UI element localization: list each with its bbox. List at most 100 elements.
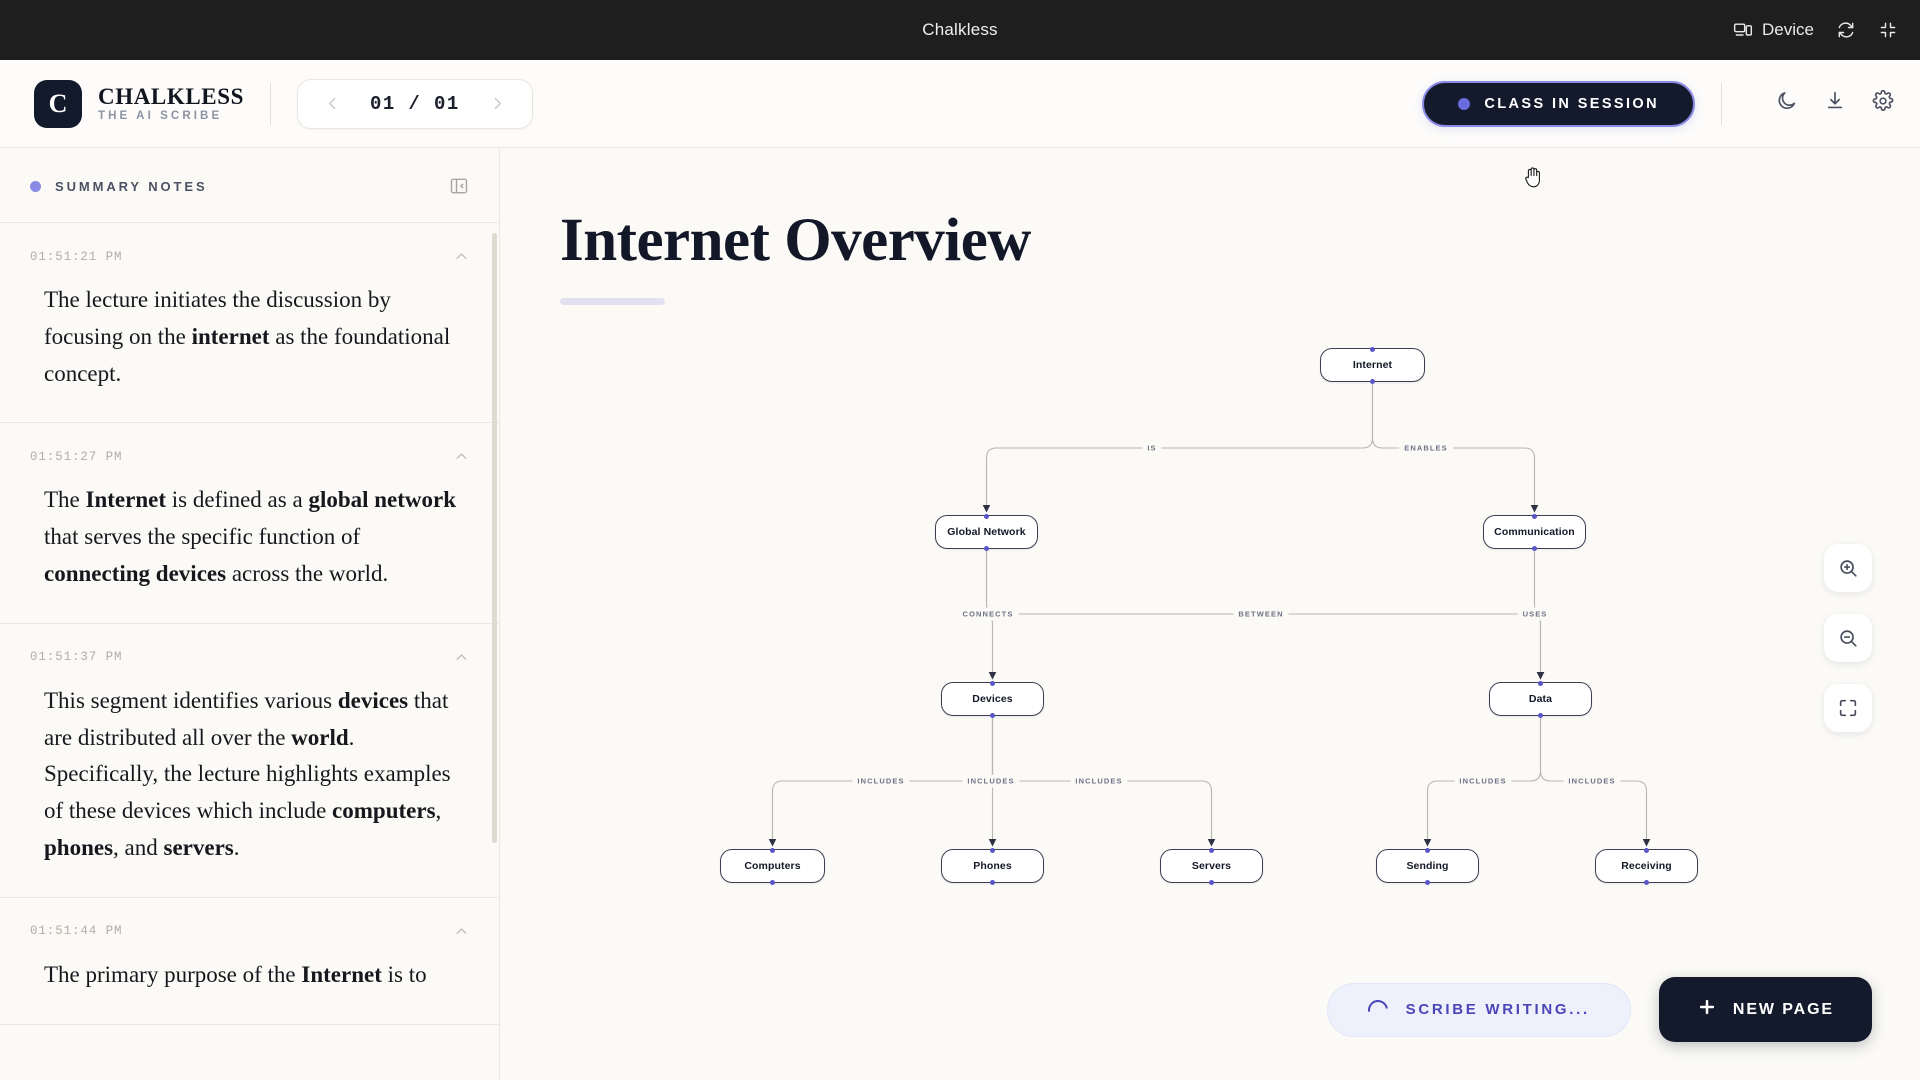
node-handle-bot[interactable]	[984, 545, 989, 551]
diagram-node-label: Phones	[973, 860, 1012, 872]
diagram-node-label: Computers	[744, 860, 801, 872]
zoom-out-icon[interactable]	[1824, 614, 1872, 662]
diagram-node-label: Devices	[972, 693, 1013, 705]
diagram-edge-label: INCLUDES	[962, 774, 1020, 788]
prev-page-button[interactable]	[318, 90, 346, 118]
diagram-node[interactable]: Data	[1489, 680, 1592, 718]
node-handle-bot[interactable]	[1644, 879, 1649, 885]
diagram-node[interactable]: Computers	[720, 847, 825, 885]
note-item[interactable]: 01:51:27 PM The Internet is defined as a …	[0, 423, 499, 624]
os-chrome-bar: Chalkless Device	[0, 0, 1920, 60]
diagram-node[interactable]: Devices	[941, 680, 1044, 718]
rotate-icon[interactable]	[1836, 20, 1856, 40]
note-timestamp: 01:51:27 PM	[30, 449, 123, 464]
device-label: Device	[1762, 20, 1814, 39]
node-handle-bot[interactable]	[1538, 712, 1543, 718]
gear-icon[interactable]	[1872, 89, 1894, 117]
diagram-edge-label: CONNECTS	[957, 607, 1019, 621]
note-header: 01:51:37 PM	[30, 650, 469, 665]
new-page-label: NEW PAGE	[1732, 1000, 1834, 1018]
node-handle-top[interactable]	[1209, 847, 1214, 853]
brand-name: CHALKLESS	[98, 83, 245, 109]
diagram-node[interactable]: Phones	[941, 847, 1044, 885]
note-header: 01:51:27 PM	[30, 449, 469, 464]
download-icon[interactable]	[1824, 90, 1846, 117]
diagram-edge-label: USES	[1517, 607, 1553, 621]
class-in-session-button[interactable]: CLASS IN SESSION	[1422, 80, 1695, 127]
diagram-edge-label: BETWEEN	[1233, 607, 1289, 621]
diagram-node[interactable]: Communication	[1483, 513, 1586, 551]
node-handle-top[interactable]	[770, 847, 775, 853]
note-text: The Internet is defined as a global netw…	[44, 487, 457, 586]
node-handle-top[interactable]	[1538, 680, 1543, 686]
plus-icon	[1697, 997, 1717, 1022]
diagram-node-label: Receiving	[1621, 860, 1672, 872]
node-handle-bot[interactable]	[990, 879, 995, 885]
page-indicator: 01 / 01	[370, 92, 460, 115]
note-header: 01:51:21 PM	[30, 249, 469, 264]
spinner-icon	[1363, 995, 1392, 1024]
node-handle-top[interactable]	[1644, 847, 1649, 853]
node-handle-bot[interactable]	[1209, 879, 1214, 885]
header-icon-group	[1748, 89, 1894, 117]
app-header: C CHALKLESS THE AI SCRIBE 01 / 01 CLASS …	[0, 60, 1920, 148]
diagram-edge-label: INCLUDES	[1070, 774, 1128, 788]
brand-mark-icon: C	[34, 79, 82, 128]
diagram-node-label: Sending	[1406, 860, 1449, 872]
moon-icon[interactable]	[1776, 90, 1798, 117]
note-header: 01:51:44 PM	[30, 924, 469, 939]
diagram-node[interactable]: Global Network	[935, 513, 1038, 551]
diagram-edge-label: ENABLES	[1399, 441, 1453, 455]
diagram-node[interactable]: Internet	[1320, 346, 1425, 384]
device-button[interactable]: Device	[1733, 20, 1814, 40]
next-page-button[interactable]	[484, 90, 512, 118]
zoom-in-icon[interactable]	[1824, 544, 1872, 592]
node-handle-top[interactable]	[1532, 513, 1537, 519]
diagram-node[interactable]: Servers	[1160, 847, 1263, 885]
chevron-up-icon[interactable]	[454, 924, 469, 939]
node-handle-top[interactable]	[1425, 847, 1430, 853]
node-handle-top[interactable]	[990, 847, 995, 853]
panel-collapse-icon[interactable]	[449, 176, 469, 196]
chevron-up-icon[interactable]	[454, 650, 469, 665]
node-handle-top[interactable]	[990, 680, 995, 686]
node-handle-bot[interactable]	[990, 712, 995, 718]
class-in-session-label: CLASS IN SESSION	[1484, 95, 1659, 112]
minimize-icon[interactable]	[1878, 20, 1898, 40]
chevron-up-icon[interactable]	[454, 249, 469, 264]
diagram-edge[interactable]	[1371, 382, 1539, 513]
brand-logo[interactable]: C CHALKLESS THE AI SCRIBE	[34, 79, 245, 128]
sidebar-scrollbar[interactable]	[492, 233, 497, 843]
sidebar-title: SUMMARY NOTES	[55, 178, 208, 194]
node-handle-top[interactable]	[984, 513, 989, 519]
node-handle-bot[interactable]	[1370, 378, 1375, 384]
node-handle-bot[interactable]	[1425, 879, 1430, 885]
grab-hand-cursor	[1522, 165, 1544, 194]
diagram-node-label: Communication	[1494, 526, 1575, 538]
diagram-node[interactable]: Receiving	[1595, 847, 1698, 885]
node-handle-bot[interactable]	[1532, 545, 1537, 551]
diagram-node-label: Global Network	[947, 526, 1026, 538]
fit-screen-icon[interactable]	[1824, 684, 1872, 732]
chevron-up-icon[interactable]	[454, 449, 469, 464]
diagram-edge[interactable]	[982, 382, 1374, 513]
node-handle-bot[interactable]	[770, 879, 775, 885]
sidebar-header: SUMMARY NOTES	[0, 148, 499, 222]
new-page-button[interactable]: NEW PAGE	[1658, 977, 1872, 1042]
canvas-zoom-controls	[1824, 544, 1872, 732]
device-icon	[1733, 20, 1753, 40]
node-handle-top[interactable]	[1370, 346, 1375, 352]
diagram-edge-label: INCLUDES	[1563, 774, 1621, 788]
page-navigator: 01 / 01	[297, 78, 533, 129]
session-status-dot	[1458, 97, 1471, 110]
page-title: Internet Overview	[560, 207, 1031, 274]
scribe-status-badge: SCRIBE WRITING...	[1326, 982, 1631, 1037]
diagram-node[interactable]: Sending	[1376, 847, 1479, 885]
